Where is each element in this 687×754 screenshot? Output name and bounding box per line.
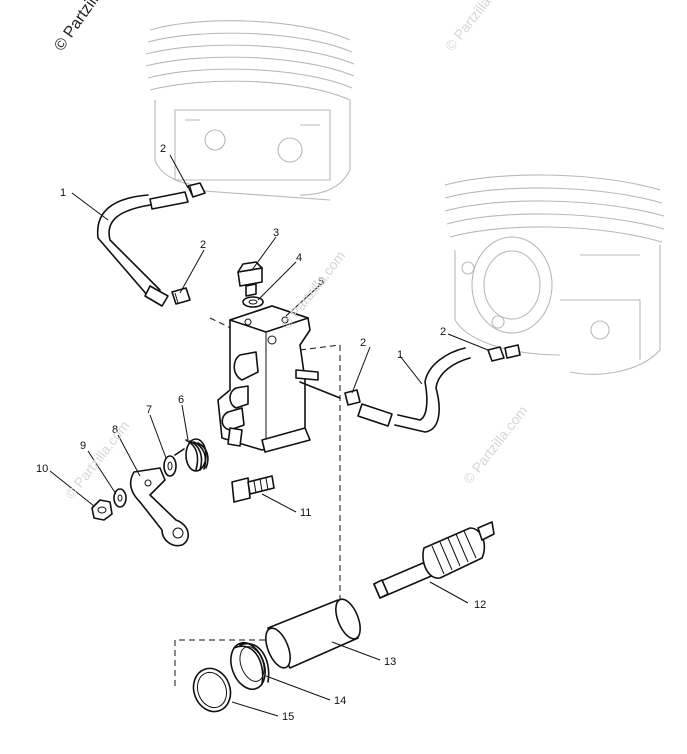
callout-2-mid-left: 2 [200,239,206,251]
callout-9: 9 [80,440,86,452]
watermark-mid-center: © Partzilla.com [278,248,349,332]
callout-5: 5 [318,276,324,288]
callout-labels: 1 1 2 2 2 2 3 4 5 6 7 8 9 10 11 12 13 14… [36,143,486,723]
callout-10: 10 [36,463,48,475]
callout-2-top: 2 [160,143,166,155]
callout-3: 3 [273,227,279,239]
hose-clamp-right [487,344,521,362]
callout-2-mid-right: 2 [360,337,366,349]
callout-12: 12 [474,599,486,611]
engine-block-right-ghost [444,174,665,375]
engine-block-top-ghost [145,20,355,201]
hose-clamp-mid-left [171,287,191,305]
control-lever-8 [129,467,189,547]
oil-pump-body [217,305,341,453]
callout-2-right: 2 [440,326,446,338]
sleeve-13 [265,598,361,669]
washer-7 [163,455,177,477]
oil-hose-left [96,191,189,307]
o-ring-15 [192,667,232,713]
spring-6 [174,438,209,472]
callout-6: 6 [178,394,184,406]
callout-13: 13 [384,656,396,668]
washer-9 [113,488,127,508]
watermark-corner: © Partzilla [51,0,107,54]
oil-hose-right [357,347,471,433]
callout-7: 7 [146,404,152,416]
bolt-3 [237,261,263,297]
leader-lines [49,154,489,717]
drive-gear-shaft-12 [373,521,495,599]
callout-11: 11 [300,507,311,519]
hose-clamp-top [187,182,206,198]
watermark-top-right: © Partzilla.com [442,0,513,54]
nut-10 [91,499,113,521]
callout-4: 4 [296,252,302,264]
callout-1-left: 1 [60,187,66,199]
bolt-11 [231,475,275,503]
watermark-mid-right: © Partzilla.com [460,403,531,487]
callout-1-right: 1 [397,349,403,361]
callout-14: 14 [334,695,346,707]
callout-8: 8 [112,424,118,436]
callout-15: 15 [282,711,294,723]
seal-14 [230,641,270,691]
